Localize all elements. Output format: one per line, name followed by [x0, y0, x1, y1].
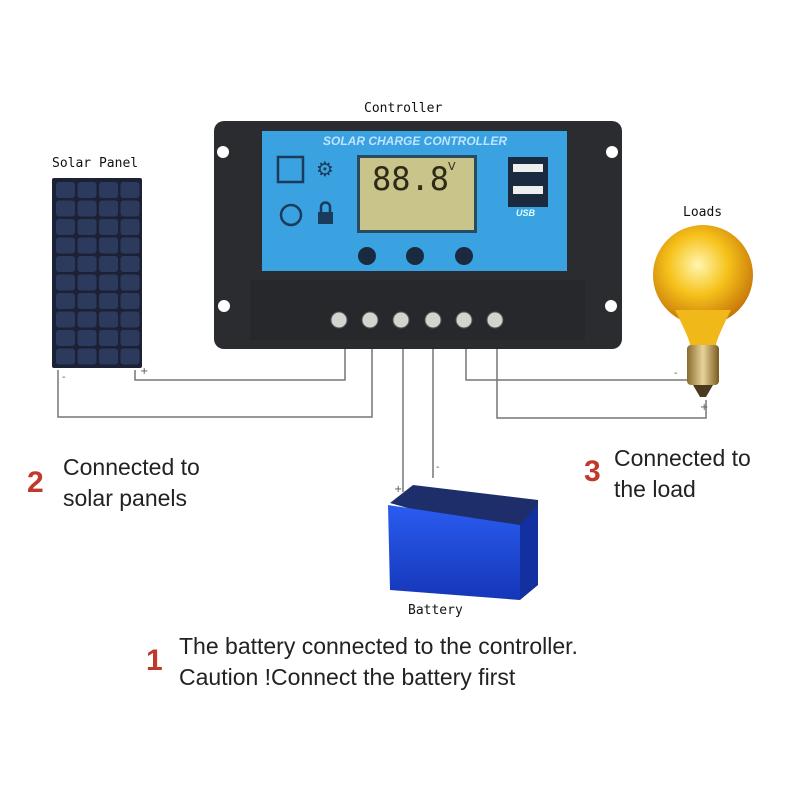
step-3-line-2: the load: [614, 476, 696, 502]
terminal-screw: [361, 311, 379, 329]
wire-panel-positive: [134, 330, 346, 381]
solar-cell: [56, 256, 75, 272]
solar-cell: [120, 219, 140, 235]
solar-cell: [120, 200, 140, 217]
menu-icon: [276, 155, 305, 184]
usb-label: USB: [516, 208, 536, 218]
solar-cell: [77, 311, 97, 328]
solar-cell: [99, 293, 118, 309]
lock-icon: [318, 212, 333, 224]
solar-cell: [99, 256, 118, 272]
controller-brand-text: SOLAR CHARGE CONTROLLER: [323, 134, 507, 148]
solar-cell: [56, 311, 75, 328]
solar-cell: [77, 348, 97, 365]
lcd-unit: V: [448, 160, 456, 173]
button-1: [358, 247, 376, 265]
solar-cell: [99, 274, 118, 291]
solar-cell: [56, 274, 75, 291]
solar-cell: [77, 182, 97, 198]
solar-cell: [99, 200, 118, 217]
gear-icon: ⚙: [316, 157, 334, 181]
controller-label: Controller: [364, 101, 443, 116]
solar-cell: [56, 200, 75, 217]
solar-cell: [120, 237, 140, 254]
solar-cell: [99, 311, 118, 328]
solar-panel-label: Solar Panel: [52, 156, 139, 171]
solar-cell: [99, 348, 118, 365]
terminal-screw: [455, 311, 473, 329]
controller-image: ⚙: [214, 121, 622, 349]
solar-cell: [77, 330, 97, 346]
solar-cell: [99, 182, 118, 198]
solar-cell: [56, 219, 75, 235]
battery-image: [388, 485, 538, 600]
load-minus: -: [674, 368, 678, 379]
solar-cell: [120, 348, 140, 365]
solar-cell: [99, 330, 118, 346]
solar-cell: [77, 219, 97, 235]
button-3: [455, 247, 473, 265]
solar-cell: [56, 293, 75, 309]
clock-icon: [279, 203, 303, 227]
battery-plus: +: [394, 484, 403, 495]
step-1-line-2: Caution !Connect the battery first: [179, 664, 516, 690]
light-bulb-image: [653, 225, 753, 397]
step-1-caption: The battery connected to the controller.…: [179, 631, 578, 693]
step-2-line-1: Connected to: [63, 454, 200, 480]
solar-cell: [77, 237, 97, 254]
step-3-line-1: Connected to: [614, 445, 751, 471]
step-1-line-1: The battery connected to the controller.: [179, 633, 578, 659]
panel-plus: +: [140, 366, 149, 377]
load-plus: +: [700, 402, 709, 413]
solar-cell: [56, 237, 75, 254]
solar-cell: [56, 182, 75, 198]
panel-minus: -: [62, 372, 66, 383]
solar-cell: [120, 330, 140, 346]
step-1-number: 1: [146, 644, 163, 677]
solar-cell: [120, 293, 140, 309]
lcd-screen: [360, 158, 474, 230]
solar-cells: [56, 182, 140, 365]
terminal-screw: [330, 311, 348, 329]
battery-minus: -: [436, 462, 440, 473]
lcd-value: 88.8: [372, 160, 450, 198]
solar-cell: [120, 274, 140, 291]
terminal-screw: [424, 311, 442, 329]
solar-cell: [77, 293, 97, 309]
step-2-caption: Connected to solar panels: [63, 452, 200, 514]
solar-cell: [77, 200, 97, 217]
solar-cell: [120, 182, 140, 198]
button-2: [406, 247, 424, 265]
solar-cell: [99, 219, 118, 235]
solar-cell: [120, 311, 140, 328]
battery-label: Battery: [408, 603, 463, 618]
solar-cell: [77, 256, 97, 272]
wire-load-positive: [496, 330, 707, 419]
solar-cell: [56, 330, 75, 346]
solar-cell: [77, 274, 97, 291]
step-3-number: 3: [584, 455, 601, 488]
terminal-screw: [486, 311, 504, 329]
loads-label: Loads: [683, 205, 723, 220]
solar-cell: [99, 237, 118, 254]
solar-cell: [56, 348, 75, 365]
solar-panel-image: [52, 178, 142, 368]
step-2-line-2: solar panels: [63, 485, 188, 511]
terminal-screw: [392, 311, 410, 329]
step-3-caption: Connected to the load: [614, 443, 751, 505]
wire-panel-negative: [57, 330, 373, 418]
step-2-number: 2: [27, 466, 44, 499]
terminals: [330, 311, 504, 329]
solar-cell: [120, 256, 140, 272]
